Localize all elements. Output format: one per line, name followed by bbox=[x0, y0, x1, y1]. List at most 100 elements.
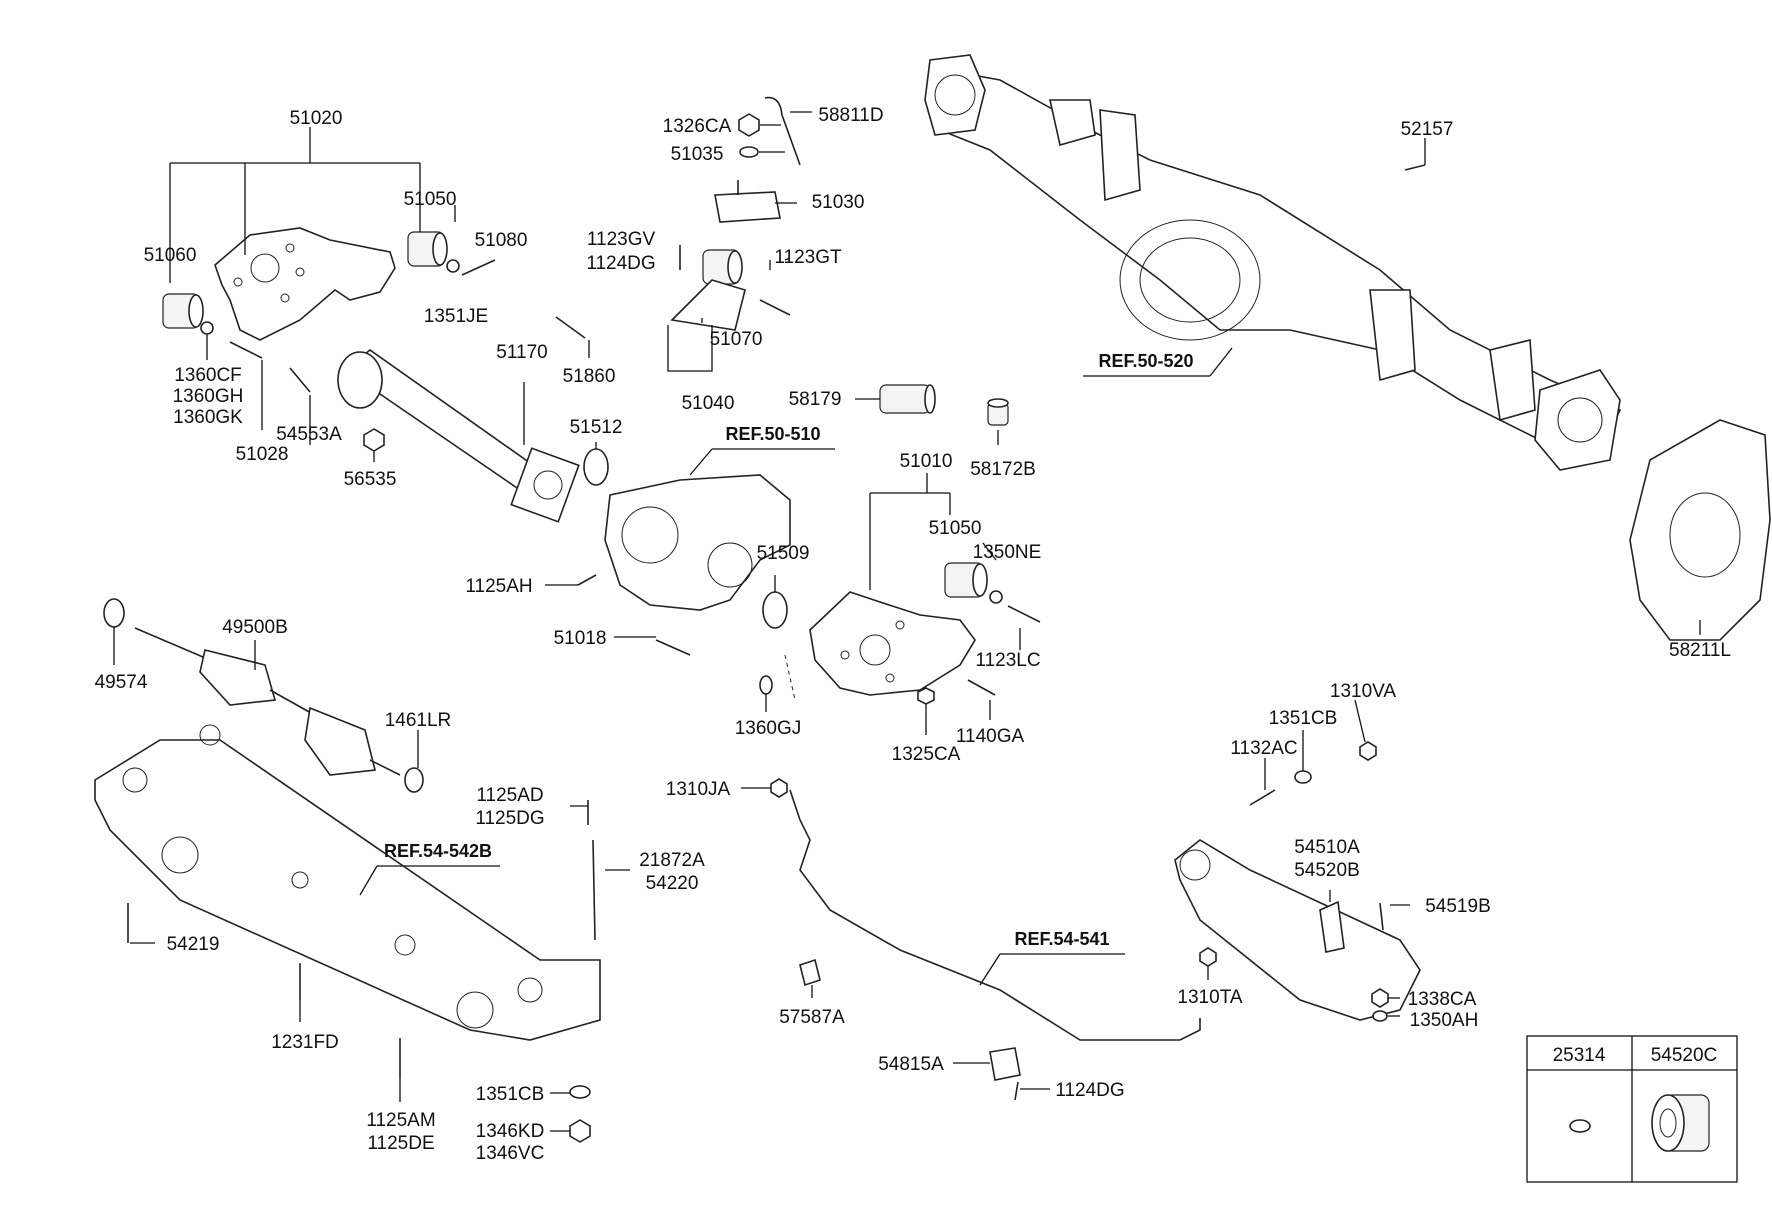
ref-label: REF.50-520 bbox=[1098, 351, 1193, 371]
part-label: 51040 bbox=[682, 393, 735, 414]
part-label: 1140GA bbox=[956, 726, 1025, 747]
bolt-51860 bbox=[555, 316, 586, 339]
part-label: 52157 bbox=[1401, 119, 1454, 140]
part-label: 1125DG bbox=[475, 808, 544, 829]
part-label: 1360CF bbox=[174, 365, 242, 386]
part-label: 49500B bbox=[222, 617, 288, 638]
part-label: 51070 bbox=[710, 329, 763, 350]
part-label: 1346KD bbox=[476, 1121, 545, 1142]
washer-1350ne bbox=[989, 590, 1003, 604]
legend-header-2: 54520C bbox=[1651, 1045, 1718, 1066]
part-label: 1132AC bbox=[1230, 738, 1297, 759]
washer-1351je bbox=[446, 259, 460, 273]
ref-label: REF.54-542B bbox=[384, 841, 492, 861]
part-label: 58179 bbox=[789, 389, 842, 410]
part-label: 1123GT bbox=[774, 247, 842, 268]
lower-arm-54510a bbox=[1174, 839, 1421, 1021]
bolt-1132ac bbox=[1249, 789, 1276, 806]
part-label: 56535 bbox=[344, 469, 397, 490]
ref-label: REF.50-510 bbox=[725, 424, 820, 444]
bumper-58179 bbox=[879, 384, 936, 414]
part-label: 1461LR bbox=[385, 710, 452, 731]
part-label: 57587A bbox=[779, 1007, 845, 1028]
part-label: 1326CA bbox=[663, 116, 732, 137]
bolt-54553a bbox=[289, 367, 311, 393]
ref-label: REF.54-541 bbox=[1014, 929, 1109, 949]
part-label: 1351CB bbox=[1269, 708, 1338, 729]
part-label: 58211L bbox=[1669, 640, 1731, 661]
washer-1350ah bbox=[1372, 1010, 1388, 1022]
hose-58811d bbox=[764, 96, 801, 166]
nut-1325ca bbox=[917, 687, 935, 705]
clamp-57587a bbox=[799, 958, 821, 987]
bolt-1123gt bbox=[759, 299, 791, 316]
part-label: 1124DG bbox=[586, 253, 655, 274]
part-label: 1360GK bbox=[173, 407, 243, 428]
crossmember-54-542b bbox=[94, 724, 601, 1041]
washer-1360cf bbox=[200, 321, 214, 335]
bolt-51028 bbox=[229, 341, 263, 359]
part-label: 51018 bbox=[554, 628, 607, 649]
part-label: 51080 bbox=[475, 230, 528, 251]
part-label: 1310VA bbox=[1330, 681, 1397, 702]
part-label: 21872A bbox=[639, 850, 705, 871]
part-label: 1123GV bbox=[587, 229, 656, 250]
part-label: 51170 bbox=[496, 342, 547, 363]
bolt-51018 bbox=[655, 639, 691, 656]
nut-1346kd bbox=[569, 1119, 591, 1143]
part-label: 51020 bbox=[290, 108, 343, 129]
part-label: 51050 bbox=[404, 189, 457, 210]
part-labels: 51020 51050 51060 51080 1351JE 1360CF 13… bbox=[95, 105, 1731, 1164]
leader-lines bbox=[113, 111, 1701, 1132]
seal-51512 bbox=[583, 448, 609, 486]
part-label: 51030 bbox=[812, 192, 865, 213]
snap-ring-1461lr bbox=[404, 767, 424, 793]
stabilizer-bar-54-541 bbox=[789, 789, 1201, 1041]
part-label: 1125DE bbox=[367, 1133, 434, 1154]
part-label: 1350AH bbox=[1410, 1010, 1479, 1031]
part-label: 51010 bbox=[900, 451, 953, 472]
bracket-51040 bbox=[670, 279, 746, 331]
nut-1326ca bbox=[738, 113, 760, 137]
driveshaft-49500b bbox=[134, 627, 401, 776]
seal-49574 bbox=[103, 598, 125, 628]
part-label: 54553A bbox=[276, 424, 342, 445]
part-label: 51860 bbox=[563, 366, 616, 387]
rear-axle-housing bbox=[924, 54, 1622, 471]
bolt-51080 bbox=[461, 259, 496, 276]
bushing-51060 bbox=[162, 293, 204, 329]
bolt-52157 bbox=[1404, 164, 1426, 171]
part-label: 58811D bbox=[818, 105, 883, 126]
part-label: 1351JE bbox=[424, 306, 488, 327]
part-label: 51050 bbox=[929, 518, 982, 539]
washer-1351cb-arm bbox=[1294, 770, 1312, 784]
bolt-1140ga bbox=[967, 679, 996, 696]
nut-56535 bbox=[363, 428, 385, 452]
part-label: 1125AH bbox=[465, 576, 532, 597]
mount-bracket-51020 bbox=[214, 227, 396, 341]
part-label: 1310JA bbox=[666, 779, 731, 800]
washer-1351cb bbox=[569, 1085, 591, 1099]
part-label: 54520B bbox=[1294, 860, 1360, 881]
part-label: 51060 bbox=[144, 245, 197, 266]
bolt-21872a bbox=[592, 839, 596, 941]
part-label: 1350NE bbox=[973, 542, 1042, 563]
seal-51509 bbox=[762, 591, 788, 629]
dashed-guide bbox=[784, 654, 796, 701]
nut-1338ca bbox=[1371, 988, 1389, 1008]
dust-shield-58211l bbox=[1629, 419, 1771, 641]
bolt-1123lc bbox=[1007, 605, 1041, 623]
part-label: 1125AD bbox=[476, 785, 543, 806]
part-label: 54219 bbox=[167, 934, 220, 955]
bushing-51070 bbox=[702, 249, 743, 285]
washer-51035 bbox=[739, 146, 759, 158]
part-label: 51512 bbox=[570, 417, 623, 438]
part-label: 1351CB bbox=[476, 1084, 545, 1105]
legend-washer-icon bbox=[1569, 1119, 1591, 1133]
bushing-51050-lower bbox=[944, 562, 988, 598]
part-label: 1125AM bbox=[366, 1110, 435, 1131]
legend-bushing-icon bbox=[1651, 1094, 1710, 1152]
bushing-51050-upper bbox=[407, 231, 448, 267]
